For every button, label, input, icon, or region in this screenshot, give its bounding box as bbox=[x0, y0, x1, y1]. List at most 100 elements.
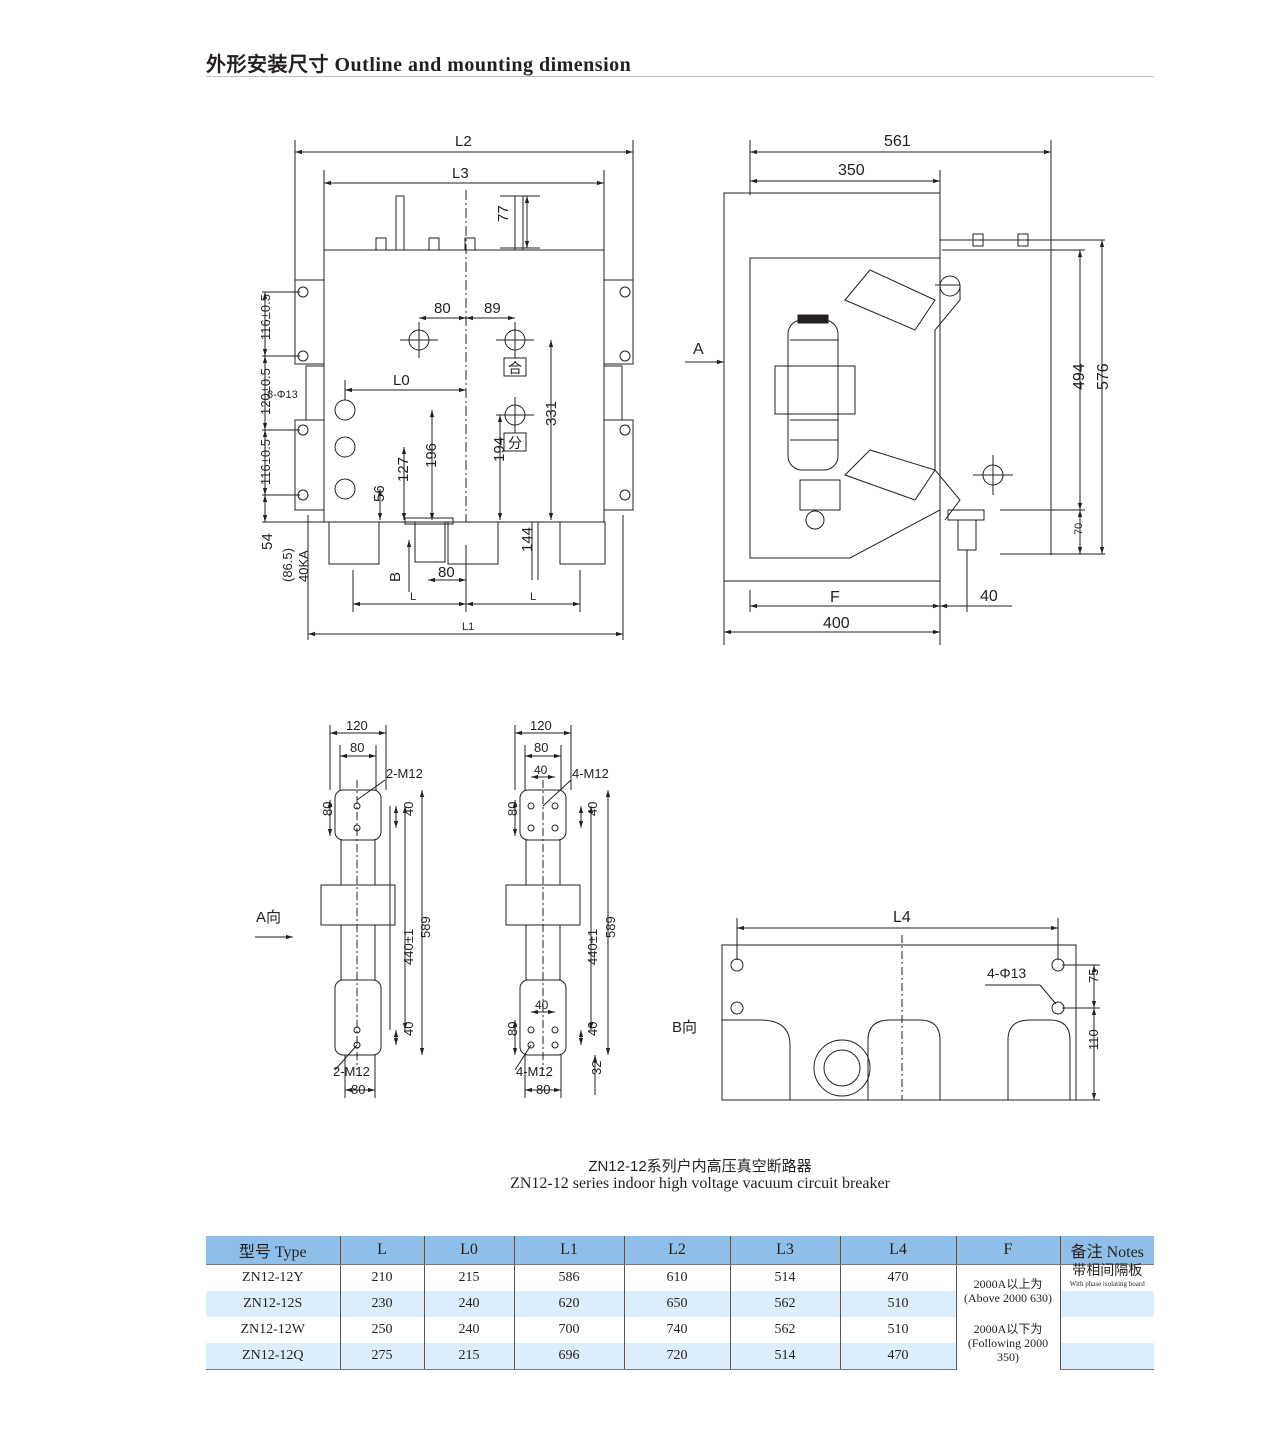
notes-cn: 带相间隔板 bbox=[1072, 1264, 1143, 1279]
dim-350: 350 bbox=[838, 162, 865, 179]
dim-l-left: L bbox=[410, 591, 416, 603]
col-f: F bbox=[955, 1236, 1060, 1265]
dimension-table: 型号 Type L L0 L1 L2 L3 L4 F 备注 Notes ZN12… bbox=[206, 1236, 1154, 1370]
dim-80b: 80 bbox=[438, 564, 455, 581]
page-title: 外形安装尺寸 Outline and mounting dimension bbox=[206, 54, 632, 76]
side-view bbox=[685, 140, 1105, 645]
a-direction-label: A向 bbox=[256, 909, 281, 926]
col-l4: L4 bbox=[839, 1236, 956, 1265]
cell-notes: 带相间隔板 With phase isolating board bbox=[1059, 1264, 1154, 1291]
cell-l4: 510 bbox=[839, 1317, 956, 1343]
dim-144: 144 bbox=[519, 527, 536, 552]
cell-l1: 700 bbox=[513, 1317, 624, 1343]
col-type: 型号 Type bbox=[206, 1236, 340, 1265]
cell-notes-empty bbox=[1059, 1317, 1154, 1343]
cell-type: ZN12-12S bbox=[206, 1291, 340, 1317]
cell-l1: 586 bbox=[513, 1264, 624, 1291]
cell-l2: 740 bbox=[623, 1317, 730, 1343]
b-direction-label: B向 bbox=[672, 1019, 697, 1036]
a2-dim-80-lower: 80 bbox=[505, 1022, 520, 1036]
front-view bbox=[262, 140, 634, 640]
cell-notes-empty bbox=[1059, 1343, 1154, 1370]
col-l: L bbox=[339, 1236, 424, 1265]
a2-dim-440: 440±1 bbox=[585, 929, 600, 965]
table-row: ZN12-12Y 210 215 586 610 514 470 2000A以上… bbox=[206, 1264, 1154, 1317]
table-row: ZN12-12Q 275 215 696 720 514 470 bbox=[206, 1343, 1154, 1370]
view-b bbox=[721, 918, 1100, 1101]
cell-l3: 562 bbox=[729, 1291, 840, 1317]
dim-l1: L1 bbox=[462, 621, 474, 633]
b-dim-110: 110 bbox=[1086, 1029, 1101, 1050]
b-holes-label: 4-Φ13 bbox=[987, 965, 1026, 981]
col-l3: L3 bbox=[729, 1236, 840, 1265]
dim-494: 494 bbox=[1071, 363, 1088, 390]
dim-561: 561 bbox=[884, 133, 911, 150]
table-header-row: 型号 Type L L0 L1 L2 L3 L4 F 备注 Notes bbox=[206, 1236, 1154, 1265]
cell-l2: 610 bbox=[623, 1264, 730, 1291]
cell-l0: 215 bbox=[423, 1343, 514, 1370]
cell-l1: 620 bbox=[513, 1291, 624, 1317]
dim-89: 89 bbox=[484, 300, 501, 317]
caption-cn: ZN12-12系列户内高压真空断路器 bbox=[588, 1158, 812, 1175]
col-l1: L1 bbox=[513, 1236, 624, 1265]
cell-l: 210 bbox=[339, 1264, 424, 1291]
cell-notes-empty bbox=[1059, 1291, 1154, 1317]
a1-dim-80-bottom: 80 bbox=[351, 1082, 365, 1097]
dim-127: 127 bbox=[395, 457, 412, 482]
caption-en: ZN12-12 series indoor high voltage vacuu… bbox=[510, 1175, 890, 1192]
dim-331: 331 bbox=[543, 401, 560, 426]
cell-type: ZN12-12Q bbox=[206, 1343, 340, 1370]
a2-dim-40-side: 40 bbox=[585, 802, 600, 816]
a1-m12-top: 2-M12 bbox=[386, 766, 423, 781]
cell-f-above: 2000A以上为(Above 2000 630) bbox=[955, 1264, 1060, 1317]
a2-dim-40-bottom: 40 bbox=[585, 1022, 600, 1036]
dim-70: 70 bbox=[1073, 523, 1085, 535]
col-l2: L2 bbox=[623, 1236, 730, 1265]
a1-dim-40-bottom: 40 bbox=[401, 1022, 416, 1036]
notes-en: With phase isolating board bbox=[1069, 1280, 1145, 1288]
dim-40: 40 bbox=[980, 588, 998, 605]
dim-400: 400 bbox=[823, 615, 850, 632]
dim-f: F bbox=[830, 589, 840, 606]
cell-l: 250 bbox=[339, 1317, 424, 1343]
col-l0: L0 bbox=[423, 1236, 514, 1265]
a1-dim-120: 120 bbox=[346, 718, 368, 733]
a2-dim-589: 589 bbox=[603, 916, 618, 938]
dim-l2: L2 bbox=[455, 133, 472, 150]
a1-dim-40-top: 40 bbox=[401, 802, 416, 816]
cell-l0: 215 bbox=[423, 1264, 514, 1291]
a2-dim-80-bottom: 80 bbox=[536, 1082, 550, 1097]
a1-dim-589: 589 bbox=[418, 916, 433, 938]
holes-label: 8-Φ13 bbox=[267, 389, 298, 401]
a2-dim-80-side: 80 bbox=[505, 802, 520, 816]
cell-type: ZN12-12W bbox=[240, 1322, 306, 1337]
cell-l3: 562 bbox=[729, 1317, 840, 1343]
dim-196: 196 bbox=[423, 443, 440, 468]
a2-dim-40-top: 40 bbox=[534, 763, 548, 777]
view-a2 bbox=[505, 725, 611, 1098]
cell-l3: 514 bbox=[729, 1343, 840, 1370]
a2-m12-top: 4-M12 bbox=[572, 766, 609, 781]
cell-l: 275 bbox=[339, 1343, 424, 1370]
dir-a-label: A bbox=[693, 341, 704, 358]
cell-l4: 470 bbox=[839, 1343, 956, 1370]
close-label: 合 bbox=[508, 360, 522, 376]
tol-120: 120±0.5 bbox=[258, 368, 273, 415]
a2-dim-120: 120 bbox=[530, 718, 552, 733]
dim-54: 54 bbox=[259, 533, 276, 550]
dim-86-5: (86.5) bbox=[280, 548, 295, 582]
table-row: ZN12-12W 250 240 700 740 562 510 2000A以下… bbox=[206, 1317, 1154, 1370]
cell-l3: 514 bbox=[729, 1264, 840, 1291]
a1-m12-bottom: 2-M12 bbox=[333, 1064, 370, 1079]
a1-dim-80: 80 bbox=[350, 740, 364, 755]
a1-dim-80-side: 80 bbox=[320, 802, 335, 816]
dim-80: 80 bbox=[434, 300, 451, 317]
dim-l-right: L bbox=[530, 591, 536, 603]
tol-116a: 116±0.5 bbox=[258, 294, 273, 340]
dir-b-label: B bbox=[387, 572, 404, 582]
dim-56: 56 bbox=[371, 485, 388, 502]
a2-m12-bottom: 4-M12 bbox=[516, 1064, 553, 1079]
cell-l2: 650 bbox=[623, 1291, 730, 1317]
cell-l1: 696 bbox=[513, 1343, 624, 1370]
